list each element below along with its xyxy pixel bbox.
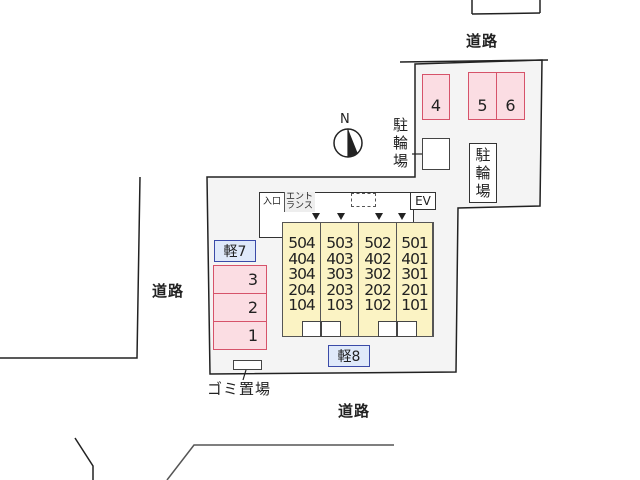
entrance-hall-label: エント ランス — [284, 192, 315, 212]
garbage-area — [233, 360, 262, 370]
light-vehicle-spot-8: 軽8 — [328, 345, 370, 367]
parking-spot-3: 3 — [213, 265, 267, 294]
apartment-building: 504 404 304 204 104 503 403 303 203 103 … — [282, 222, 434, 337]
bicycle-parking-label-1: 駐 輪 場 — [393, 116, 409, 170]
parking-number: 1 — [247, 326, 258, 345]
elevator-label: EV — [410, 192, 436, 210]
light-vehicle-spot-7: 軽7 — [214, 240, 256, 262]
storage-box — [302, 321, 321, 337]
parking-spot-1: 1 — [213, 321, 267, 350]
parking-number: 4 — [430, 96, 442, 115]
entrance-label: 入口 — [263, 197, 282, 207]
storage-box — [321, 321, 341, 337]
storage-box — [397, 321, 417, 337]
unit-column-01: 501 401 301 201 101 — [397, 223, 433, 336]
compass-label: N — [340, 112, 350, 127]
parking-number: 3 — [247, 270, 258, 289]
parking-spot-4: 4 — [422, 74, 450, 120]
parking-number: 2 — [247, 298, 258, 317]
road-label-north: 道路 — [466, 32, 499, 50]
parking-spot-5: 5 — [468, 72, 497, 120]
parking-spot-6: 6 — [496, 72, 525, 120]
corridor-outline — [351, 193, 376, 207]
unit-column-04: 504 404 304 204 104 — [283, 223, 321, 336]
storage-box — [378, 321, 397, 337]
bicycle-parking-area-2: 駐 輪 場 — [469, 143, 497, 203]
bicycle-parking-area-1 — [422, 138, 450, 170]
parking-number: 6 — [505, 96, 516, 115]
parking-spot-2: 2 — [213, 293, 267, 322]
road-label-south: 道路 — [338, 402, 371, 420]
unit-column-02: 502 402 302 202 102 — [359, 223, 397, 336]
garbage-label: ゴミ置場 — [207, 380, 272, 398]
parking-number: 5 — [477, 96, 488, 115]
unit-column-03: 503 403 303 203 103 — [321, 223, 359, 336]
road-label-west: 道路 — [152, 282, 185, 300]
north-compass-icon: N — [330, 110, 366, 160]
